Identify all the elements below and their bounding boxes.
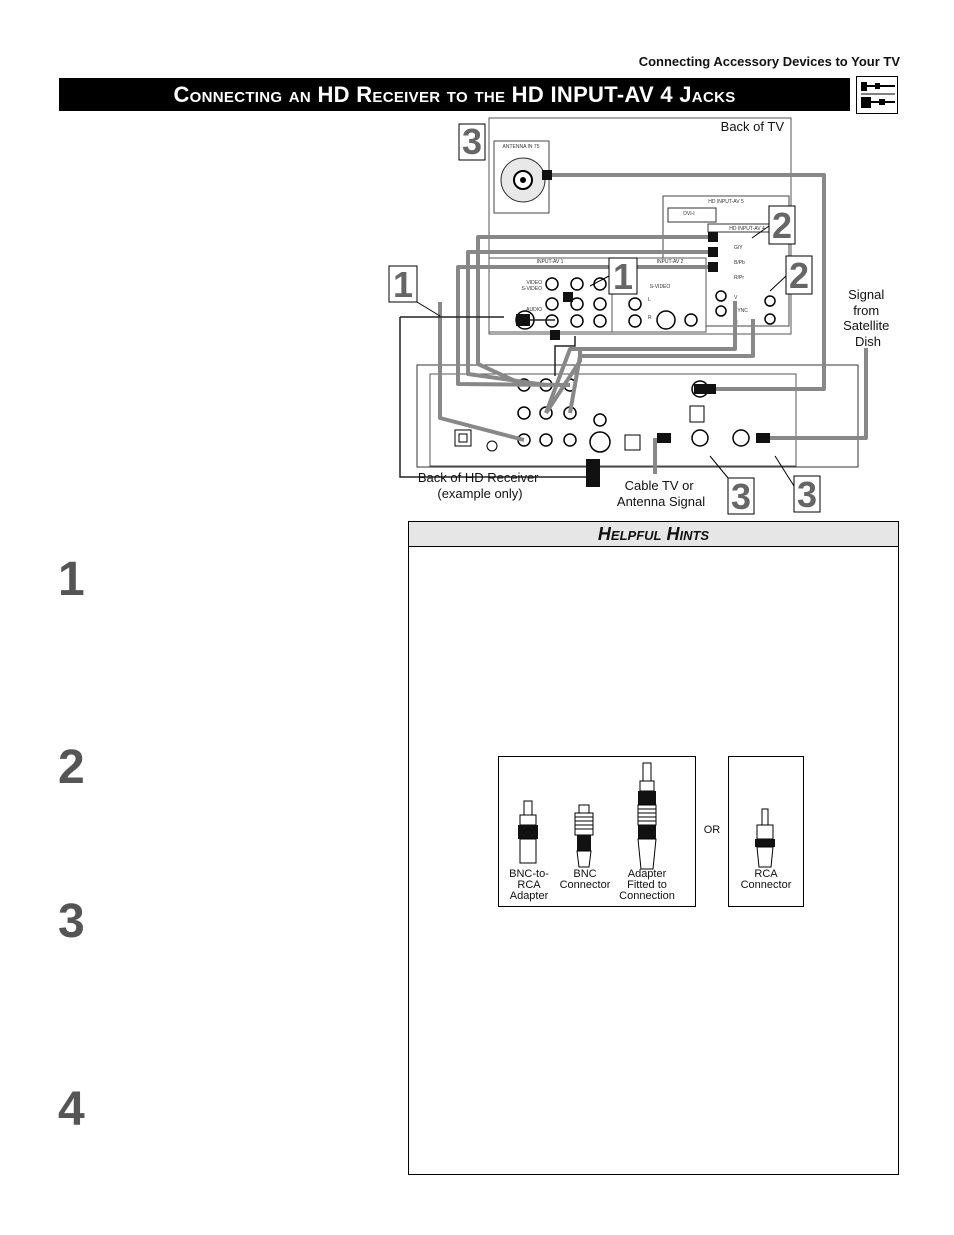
svg-text:DVI-I: DVI-I [683, 211, 694, 217]
svg-text:2: 2 [772, 205, 792, 246]
svg-text:3: 3 [797, 474, 817, 515]
callout-1-middle: 1 [608, 256, 638, 297]
svg-text:SYNC: SYNC [734, 308, 748, 314]
back-of-tv-label: Back of TV [721, 119, 785, 134]
svg-text:3: 3 [731, 476, 751, 516]
svg-text:HD INPUT-AV 4: HD INPUT-AV 4 [729, 226, 765, 232]
svg-text:R: R [648, 315, 652, 321]
cable-tv-antenna-label: Cable TV or Antenna Signal [617, 478, 705, 509]
callout-1-left: 1 [388, 264, 418, 305]
step-number-1: 1 [58, 553, 85, 606]
bnc-to-rca-label-line3: Adapter [509, 890, 549, 902]
adapter-fitted-label-line3: Connection [619, 890, 675, 902]
svg-text:ANTENNA IN 75: ANTENNA IN 75 [503, 144, 540, 150]
section-header: Connecting Accessory Devices to Your TV [638, 54, 900, 69]
svg-text:R/Pr: R/Pr [734, 275, 744, 281]
svg-text:L: L [648, 297, 651, 303]
svg-text:B/Pb: B/Pb [734, 260, 745, 266]
svg-text:INPUT-AV 1: INPUT-AV 1 [537, 259, 564, 265]
bnc-to-rca-adapter-icon [518, 800, 538, 864]
back-of-hd-receiver-label: Back of HD Receiver (example only) [418, 470, 542, 501]
svg-text:1: 1 [613, 256, 633, 297]
svg-text:AUDIO: AUDIO [526, 307, 542, 313]
step-number-2: 2 [58, 741, 85, 794]
svg-text:V: V [734, 295, 738, 301]
callout-3-cable: 3 [727, 476, 755, 516]
svg-text:3: 3 [462, 121, 482, 162]
bnc-label-line1: BNC [573, 868, 597, 880]
step-number-3: 3 [58, 895, 85, 948]
callout-2-right: 2 [785, 255, 813, 296]
rca-label-line1: RCA [754, 868, 778, 880]
adapter-fitted-icon [637, 762, 657, 870]
page-title-bar: Connecting an HD Receiver to the HD INPU… [59, 78, 850, 111]
svg-text:2: 2 [789, 255, 809, 296]
svg-text:HD INPUT-AV 5: HD INPUT-AV 5 [708, 199, 744, 205]
step-number-4: 4 [58, 1083, 85, 1136]
rca-connector-box: RCA Connector [728, 756, 804, 907]
adapter-fitted-label-line1: Adapter [627, 868, 667, 880]
helpful-hints-box: Helpful Hints [408, 521, 899, 1175]
svg-text:INPUT-AV 2: INPUT-AV 2 [657, 259, 684, 265]
helpful-hints-title: Helpful Hints [409, 522, 898, 547]
svg-text:1: 1 [393, 264, 413, 305]
rca-label-line2: Connector [740, 879, 792, 891]
svg-text:S-VIDEO: S-VIDEO [650, 284, 671, 290]
rca-connector-icon [755, 808, 775, 868]
callout-3-satellite: 3 [793, 474, 821, 515]
bnc-to-rca-label-line1: BNC-to- [509, 868, 549, 880]
callout-3-antenna: 3 [458, 121, 486, 162]
connection-diagram: Back of TV ANTENNA IN 75 HD INPUT-AV 5 D… [388, 117, 893, 516]
bnc-connector-icon [574, 804, 594, 868]
page-title: Connecting an HD Receiver to the HD INPU… [173, 81, 736, 107]
svg-text:S-VIDEO: S-VIDEO [521, 286, 542, 292]
svg-text:VIDEO: VIDEO [526, 280, 542, 286]
bnc-label-line2: Connector [559, 879, 611, 891]
callout-2-top: 2 [768, 205, 796, 246]
signal-from-satellite-label: Signal from Satellite Dish [843, 287, 893, 349]
adapter-fitted-label-line2: Fitted to [627, 879, 667, 891]
connector-cables-icon [856, 76, 898, 114]
svg-text:G/Y: G/Y [734, 245, 743, 251]
or-label: OR [703, 824, 721, 836]
bnc-connectors-box: BNC-to- RCA Adapter BNC Connector Adapte… [498, 756, 696, 907]
bnc-to-rca-label-line2: RCA [517, 879, 541, 891]
